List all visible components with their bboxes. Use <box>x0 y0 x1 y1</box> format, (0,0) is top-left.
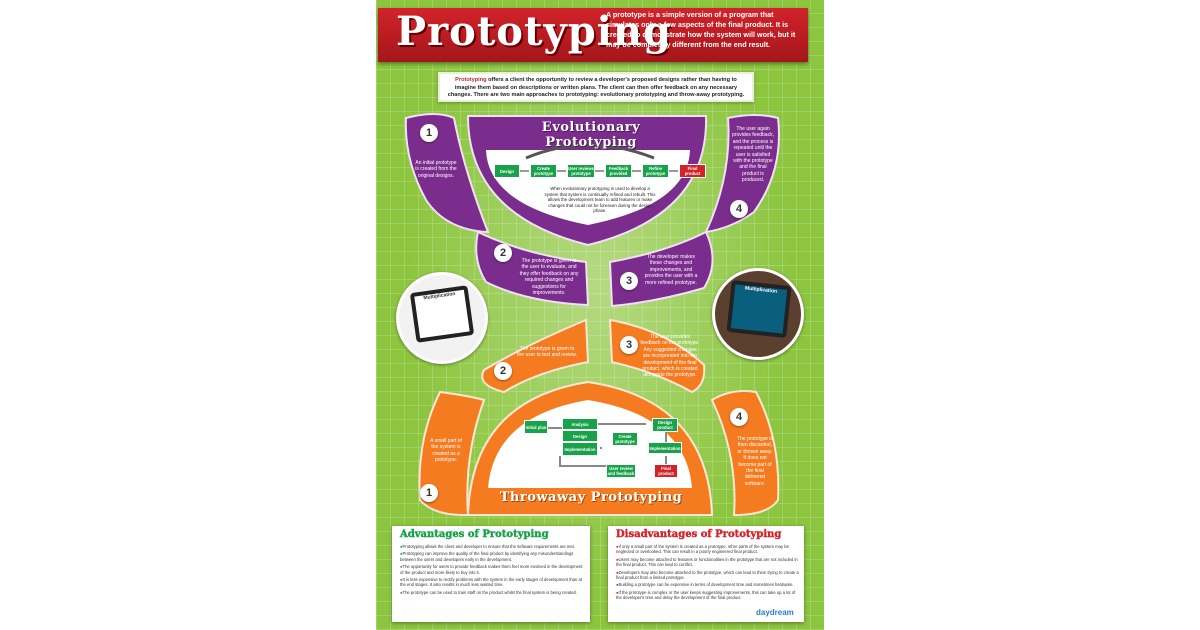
advantage-item: It is less expensive to rectify problems… <box>400 577 584 588</box>
evo-stage1-text: An initial prototype is created from the… <box>415 160 457 179</box>
throw-stage4-number: 4 <box>730 408 748 426</box>
intro-text: offers a client the opportunity to revie… <box>447 77 745 99</box>
throw-stage4-text: The prototype is then discarded, or thro… <box>737 436 773 487</box>
advantages-panel: Advantages of Prototyping Prototyping al… <box>392 526 590 622</box>
evo-description: When evolutionary prototyping is used to… <box>544 186 656 214</box>
evo-stage1-shape <box>404 113 490 234</box>
evo-stage3-text: The developer makes these changes and im… <box>644 254 698 286</box>
loop-arrow <box>525 143 655 160</box>
throw-stage2-text: The prototype is given to the user to te… <box>517 346 577 359</box>
throw-stage4-shape <box>710 390 780 517</box>
advantage-item: Prototyping allows the client and develo… <box>400 544 584 549</box>
evo-title: Evolutionary Prototyping <box>541 120 641 150</box>
evo-stage4-shape <box>704 114 780 234</box>
throw-arrows <box>548 423 667 467</box>
prototyping-poster: Prototyping A prototype is a simple vers… <box>376 0 824 630</box>
throw-implementation-2: Implementation <box>648 442 682 454</box>
title-banner <box>378 8 808 62</box>
throw-design-product: Design product <box>652 418 678 432</box>
evo-stage3-number: 3 <box>620 272 638 290</box>
intro-box: Prototyping offers a client the opportun… <box>438 72 754 102</box>
disadvantage-item: Users may become attached to features or… <box>616 557 800 568</box>
disadvantage-item: Building a prototype can be expensive in… <box>616 582 800 587</box>
title-description: A prototype is a simple version of a pro… <box>606 10 796 49</box>
tablet-left-screen: Multiplication <box>414 289 470 339</box>
evo-step-design: Design <box>494 164 520 178</box>
disadvantage-item: If the prototype is complex or the user … <box>616 590 800 601</box>
poster-title: Prototyping <box>396 8 672 55</box>
evo-stage4-text: The user again provides feedback, and th… <box>732 126 774 184</box>
disadvantage-item: If only a small part of the system is cr… <box>616 544 800 555</box>
evo-stage1-number: 1 <box>420 124 438 142</box>
tablet-right-screen: Multiplication <box>730 284 788 334</box>
throw-design: Design <box>562 430 598 442</box>
throw-analysis: Analysis <box>562 418 598 430</box>
disadvantages-title: Disadvantages of Prototyping <box>616 529 782 540</box>
throw-stage3-text: The user provides feedback on the protot… <box>640 334 700 379</box>
evo-stage3-shape <box>608 230 714 308</box>
advantages-title: Advantages of Prototyping <box>400 529 549 540</box>
evo-stage2-number: 2 <box>494 244 512 262</box>
evo-step-final: Final product <box>679 164 706 178</box>
disadvantages-list: If only a small part of the system is cr… <box>616 544 800 603</box>
intro-keyword: Prototyping <box>455 77 487 83</box>
tablet-left-image: Multiplication <box>396 272 488 364</box>
advantages-list: Prototyping allows the client and develo… <box>400 544 584 597</box>
disadvantage-item: Developers may also become attached to t… <box>616 570 800 581</box>
tablet-right-image: Multiplication <box>712 268 804 360</box>
throw-final-product: Final product <box>654 464 678 478</box>
advantage-item: Prototyping can improve the quality of t… <box>400 551 584 562</box>
daydream-logo: daydream <box>756 608 794 617</box>
evo-stage4-number: 4 <box>730 200 748 218</box>
throw-user-review: User review and feedback <box>606 464 636 478</box>
tablet-left-device: Multiplication <box>409 285 475 343</box>
evo-step-feedback: Feedback provided <box>605 164 632 178</box>
evo-step-refine: Refine prototype <box>642 164 669 178</box>
throw-stage2-number: 2 <box>494 362 512 380</box>
throw-initial-plan: Initial plan <box>524 420 548 434</box>
tablet-right-label: Multiplication <box>744 285 778 295</box>
evo-step-review: User reviews prototype <box>567 164 595 178</box>
throw-stage1-text: A small part of the system is created as… <box>430 438 462 464</box>
throw-stage1-number: 1 <box>420 484 438 502</box>
tablet-left-label: Multiplication <box>423 290 456 302</box>
throw-implementation: Implementation <box>562 442 598 456</box>
advantage-item: The prototype can be used to train staff… <box>400 590 584 595</box>
throw-title: Throwaway Prototyping <box>499 490 683 505</box>
evo-step-create: Create prototype <box>530 164 557 178</box>
throw-stage3-number: 3 <box>620 336 638 354</box>
throw-create-prototype: Create prototype <box>612 432 638 446</box>
advantage-item: The opportunity for users to provide fee… <box>400 564 584 575</box>
disadvantages-panel: Disadvantages of Prototyping If only a s… <box>608 526 804 622</box>
tablet-right-device: Multiplication <box>726 280 792 338</box>
evo-stage2-text: The prototype is given to the user to ev… <box>519 258 579 297</box>
